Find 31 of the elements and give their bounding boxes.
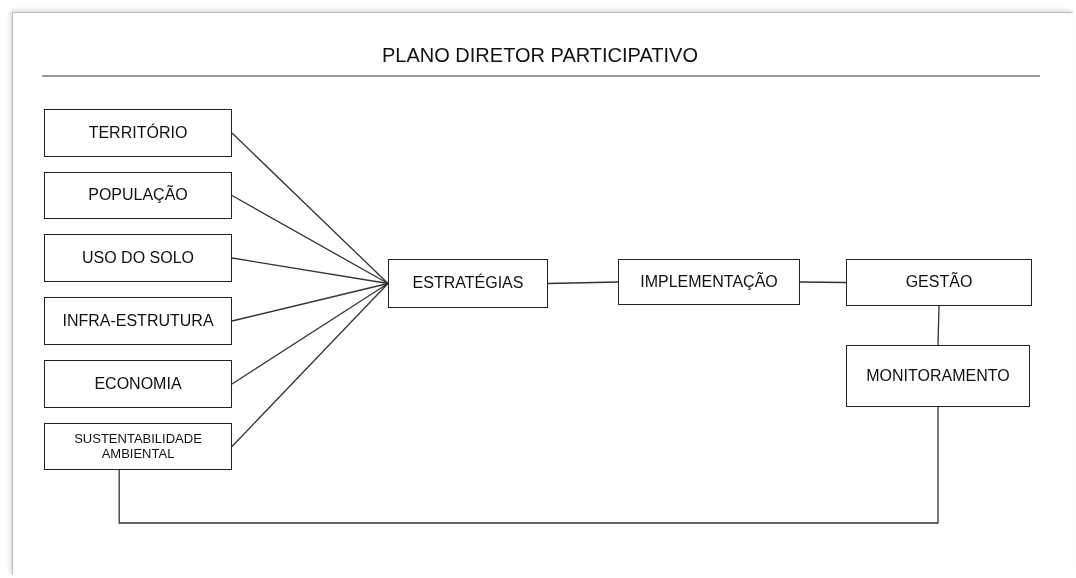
connector-line [231, 257, 389, 285]
process-box [846, 345, 1030, 407]
box-label: GESTÃO [905, 273, 973, 292]
process-box [846, 259, 1032, 306]
diagram-title: PLANO DIRETOR PARTICIPATIVO [381, 44, 699, 67]
box-label: POPULAÇÃO [88, 186, 188, 205]
box-label: USO DO SOLO [82, 248, 194, 268]
box-label: ECONOMIA [94, 374, 182, 394]
connector-line [118, 406, 939, 524]
box-label: INFRA-ESTRUTURA [62, 311, 214, 331]
process-box [44, 360, 232, 408]
connector-line [231, 282, 389, 385]
connector-line [231, 282, 389, 448]
connector-line [231, 282, 389, 322]
connector-line [547, 281, 619, 285]
box-label: TERRITÓRIO [88, 123, 188, 143]
process-box [618, 259, 800, 305]
process-box [44, 234, 232, 282]
process-box [44, 109, 232, 157]
process-box [44, 172, 232, 219]
process-box [44, 423, 232, 470]
box-label: IMPLEMENTAÇÃO [640, 272, 778, 292]
connector-line [799, 281, 847, 284]
process-box [44, 297, 232, 345]
box-label: SUSTENTABILIDADE AMBIENTAL [73, 431, 203, 462]
process-box [388, 259, 548, 308]
connector-line [231, 132, 389, 285]
box-label: MONITORAMENTO [866, 366, 1010, 386]
connector-line [231, 194, 389, 285]
box-label: ESTRATÉGIAS [412, 274, 524, 293]
connector-line [937, 305, 940, 346]
